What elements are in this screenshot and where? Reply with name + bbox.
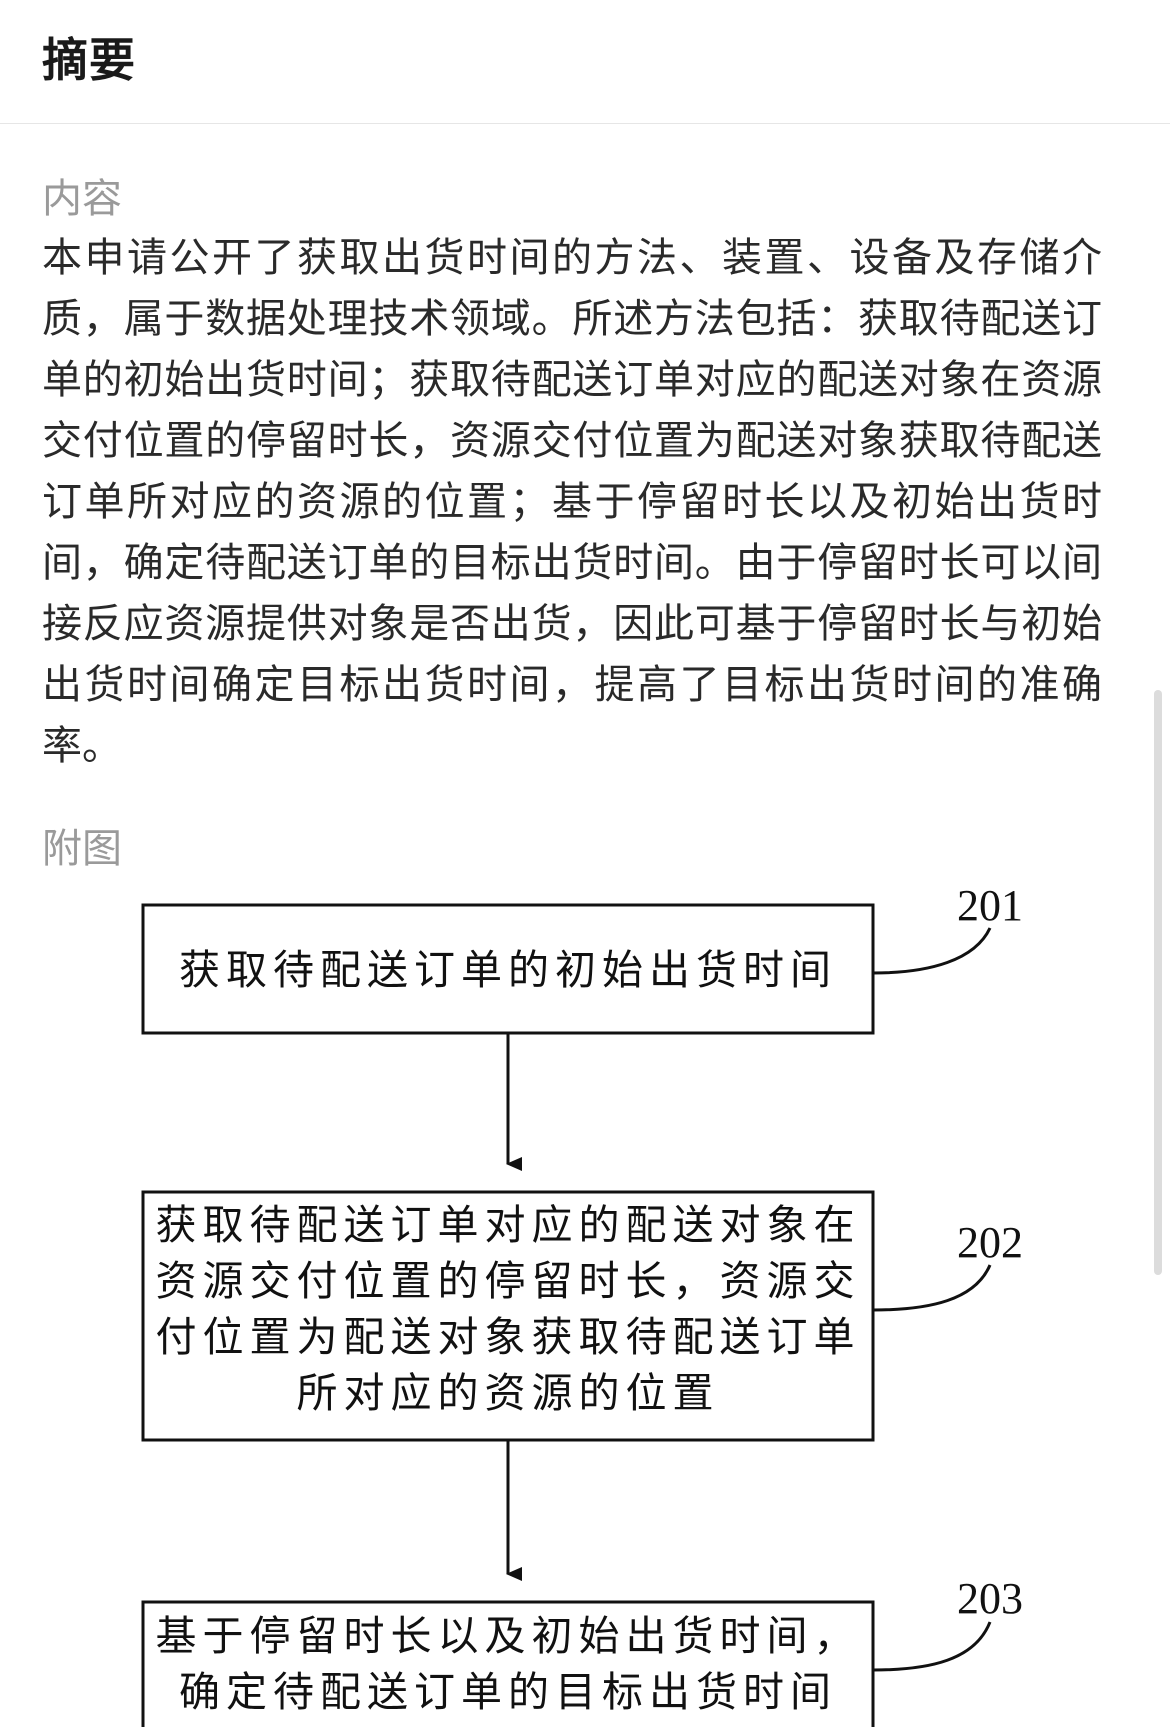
step-201-ref-number: 201 [957, 881, 1023, 930]
step-201-leader-line [872, 927, 992, 975]
step-203-line-1: 基于停留时长以及初始出货时间， [156, 1612, 861, 1660]
page-header: 摘要 [0, 0, 1170, 124]
step-203-ref-number: 203 [957, 1574, 1023, 1623]
step-202-line-2: 资源交付位置的停留时长，资源交 [156, 1257, 861, 1305]
step-202-line-4: 所对应的资源的位置 [297, 1369, 720, 1417]
step-203-line-2: 确定待配送订单的目标出货时间 [179, 1668, 837, 1716]
step-203-box [141, 1600, 875, 1727]
figure-section-label: 附图 [42, 826, 122, 872]
content-section-label: 内容 [42, 176, 122, 222]
step-202-leader-line [872, 1264, 992, 1312]
flowchart-svg: 获取待配送订单的初始出货时间 201 获取待配送订单对应的配送对象在 资源交付位… [141, 881, 1023, 1727]
step-202-group: 获取待配送订单对应的配送对象在 资源交付位置的停留时长，资源交 付位置为配送对象… [141, 1190, 1023, 1442]
scrollbar[interactable] [1154, 690, 1162, 1275]
abstract-text: 本申请公开了获取出货时间的方法、装置、设备及存储介质，属于数据处理技术领域。所述… [42, 235, 1102, 769]
step-203-group: 基于停留时长以及初始出货时间， 确定待配送订单的目标出货时间 203 [141, 1574, 1023, 1727]
flowchart-figure: 获取待配送订单的初始出货时间 201 获取待配送订单对应的配送对象在 资源交付位… [0, 880, 1170, 1727]
step-203-leader-line [872, 1621, 992, 1672]
step-201-group: 获取待配送订单的初始出货时间 201 [141, 881, 1023, 1035]
step-202-line-1: 获取待配送订单对应的配送对象在 [156, 1201, 861, 1249]
step-202-line-3: 付位置为配送对象获取待配送订单 [156, 1313, 861, 1361]
step-202-ref-number: 202 [957, 1218, 1023, 1267]
page-title: 摘要 [42, 33, 136, 87]
step-201-line-1: 获取待配送订单的初始出货时间 [179, 946, 837, 994]
